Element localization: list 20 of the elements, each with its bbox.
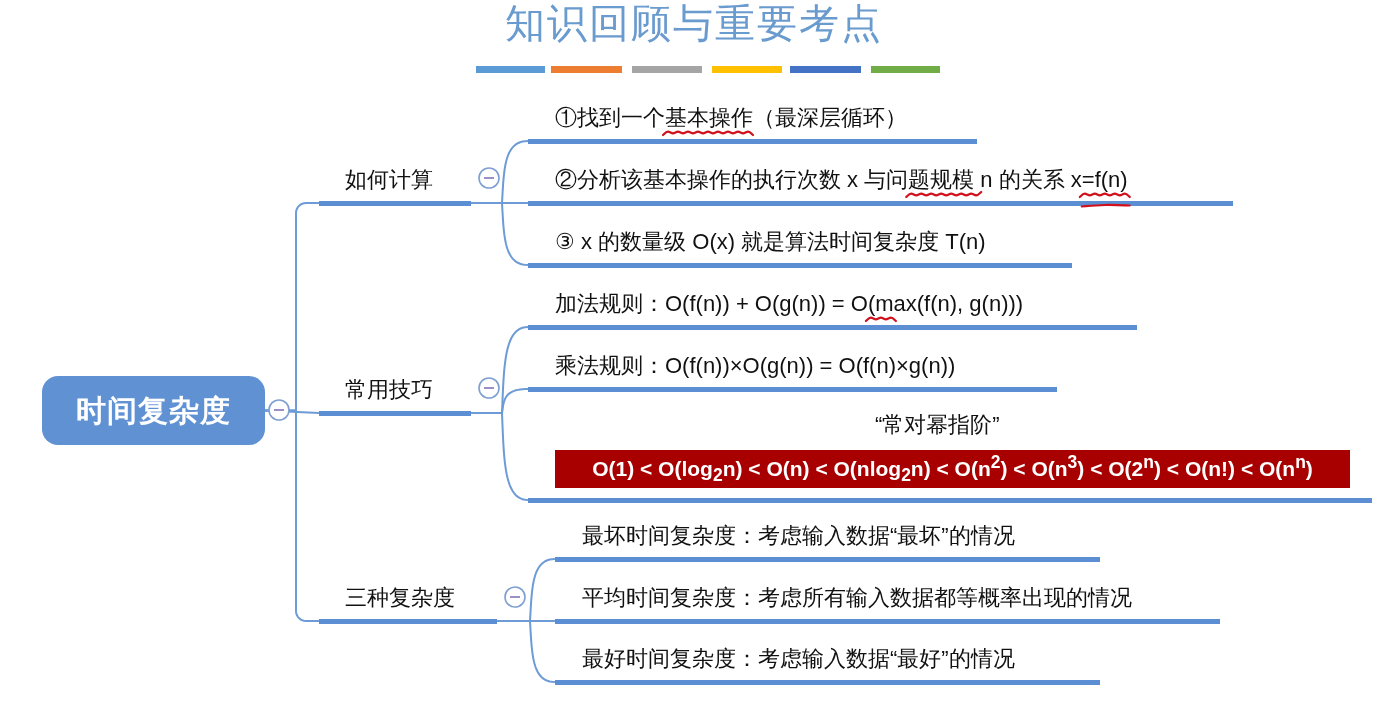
complexity-order-formula: O(1) < O(log$_{2}$n) < O(n) < O(nlog$_{2}$n) < O(n$^{2}$) < O(n$^{3}$) < O(2$^{n}$) < O(n!) < O(n$^{n}$) — [592, 450, 1313, 488]
subtopic-text: 平均时间复杂度：考虑所有输入数据都等概率出现的情况 — [582, 584, 1132, 611]
subtopic-text: 最坏时间复杂度：考虑输入数据“最坏”的情况 — [582, 522, 1015, 549]
topic-label: 如何计算 — [345, 166, 433, 193]
subtopic-text: 最好时间复杂度：考虑输入数据“最好”的情况 — [582, 645, 1015, 672]
subtopic-text: “常对幂指阶” — [875, 411, 1000, 438]
title: 知识回顾与重要考点 — [505, 0, 883, 46]
subtopic-text: ③ x 的数量级 O(x) 就是算法时间复杂度 T(n) — [555, 228, 986, 255]
connector-line — [470, 202, 529, 266]
root-topic-box — [42, 376, 265, 445]
connector-line — [496, 620, 556, 683]
connector-line — [470, 412, 529, 501]
subtopic-text: ①找到一个基本操作（最深层循环） — [555, 104, 907, 131]
subtopic-text: 乘法规则：O(f(n))×O(g(n)) = O(f(n)×g(n)) — [555, 352, 956, 379]
connector-line — [264, 409, 320, 622]
topic-label: 常用技巧 — [345, 376, 433, 403]
subtopic-text: ②分析该基本操作的执行次数 x 与问题规模 n 的关系 x=f(n) — [555, 166, 1128, 193]
subtopic-text: 加法规则：O(f(n)) + O(g(n)) = O(max(f(n), g(n))) — [555, 290, 1024, 317]
root-topic-label: 时间复杂度 — [76, 392, 231, 429]
topic-label: 三种复杂度 — [345, 584, 455, 611]
